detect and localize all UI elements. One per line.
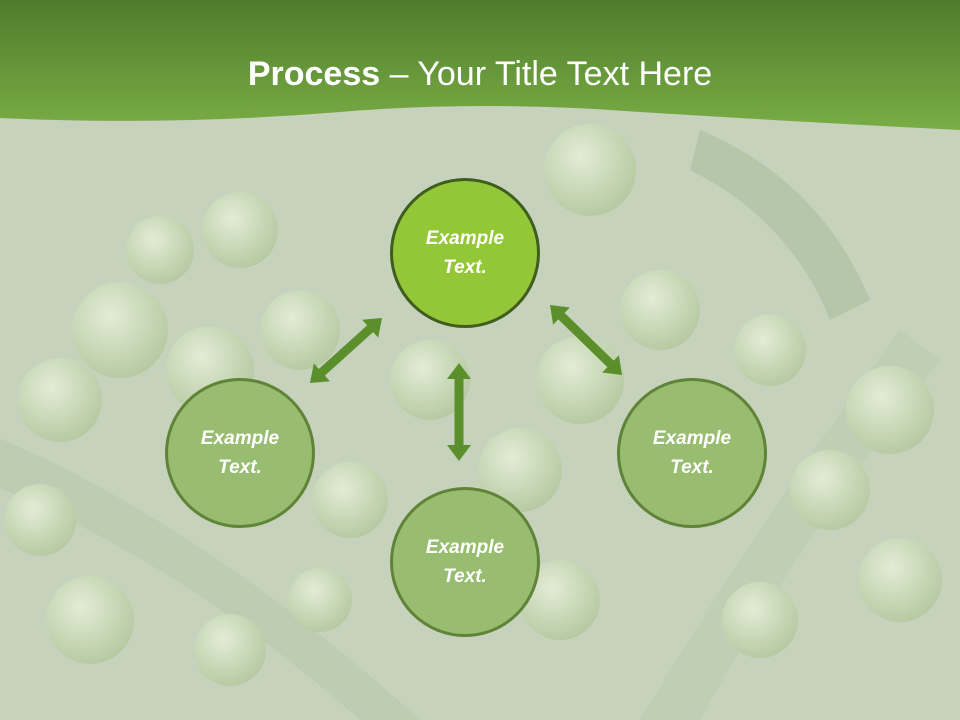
bottom-node: Example Text. <box>390 487 540 637</box>
right-node: Example Text. <box>617 378 767 528</box>
title-bold: Process <box>247 55 381 93</box>
right-node-label: Example Text. <box>652 428 732 478</box>
title-dash: – <box>380 55 418 93</box>
title-rest: Your Title Text Here <box>417 55 713 93</box>
left-node-label: Example Text. <box>200 428 280 478</box>
arrow-left-center-double-arrow-icon <box>310 318 382 383</box>
arrow-bottom-center-double-arrow-icon <box>447 363 471 461</box>
center-node: Example Text. <box>390 178 540 328</box>
bottom-node-label: Example Text. <box>425 537 505 587</box>
arrow-right-center-double-arrow-icon <box>550 305 622 375</box>
slide-title: Process – Your Title Text Here <box>0 52 960 96</box>
center-node-label: Example Text. <box>425 228 505 278</box>
left-node: Example Text. <box>165 378 315 528</box>
